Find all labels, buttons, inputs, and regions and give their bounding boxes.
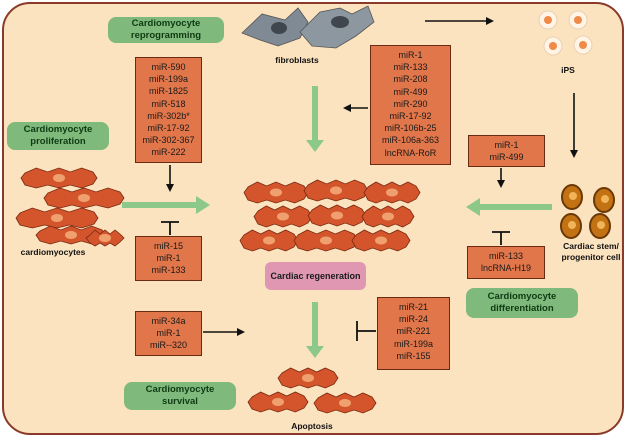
mirna-item: miR-221	[396, 326, 431, 337]
cardiomyocyte-cell-icon	[85, 229, 125, 247]
mirna-item: miR-21	[398, 302, 428, 312]
mirna-item: miR-1	[398, 50, 423, 60]
mirna-item: miR-302b*	[147, 110, 190, 121]
mirna-item: miR-133	[393, 62, 428, 73]
mirna-item: miR-133	[151, 265, 186, 276]
differentiation-inhibitor-box: miR-133 lncRNA-H19	[467, 246, 545, 279]
mirna-item: miR-590	[151, 62, 186, 72]
apoptosis-arrow	[306, 302, 324, 358]
survival-label-line2: survival	[162, 396, 198, 407]
cardiomyocyte-cell-icon	[239, 229, 299, 252]
cardiomyocyte-cell-icon	[277, 367, 339, 389]
cardiomyocyte-cell-icon	[20, 167, 98, 189]
cardiomyocyte-cell-icon	[15, 207, 99, 229]
reprogramming-arrow	[306, 86, 324, 152]
differentiation-label-line2: differentiation	[490, 303, 554, 314]
mirna-item: miR-155	[396, 350, 431, 361]
differentiation-mirna-box: miR-1 miR-499	[468, 135, 545, 167]
mirna-item: miR-1	[156, 328, 181, 339]
mirna-item: lncRNA-H19	[480, 263, 531, 274]
mirna-item: lncRNA-RoR	[384, 147, 437, 158]
mirna-item: miR-17-92	[389, 111, 432, 122]
reprogramming-label: Cardiomyocyte reprogramming	[108, 17, 224, 43]
mirna-item: miR-133	[488, 251, 523, 261]
mirna-item: miR-24	[398, 314, 428, 325]
cardiomyocyte-cell-icon	[307, 204, 367, 227]
cardiomyocyte-cell-icon	[243, 181, 309, 204]
mirna-item: miR-290	[393, 98, 428, 109]
mirna-item: miR-499	[393, 86, 428, 97]
apoptosis-label: Apoptosis	[291, 421, 333, 431]
differentiation-inhibition-bar	[492, 231, 510, 245]
cardiac-regeneration-box: Cardiac regeneration	[265, 262, 366, 290]
mirna-item: miR-1	[156, 253, 181, 264]
mirna-item: miR-208	[393, 74, 428, 85]
differentiation-label: Cardiomyocyte differentiation	[466, 288, 578, 318]
proliferation-label-line1: Cardiomyocyte	[23, 124, 93, 135]
fibroblast-cell-icon	[299, 5, 375, 49]
apoptotic-cardiomyocytes	[247, 367, 377, 414]
mirna-item: miR-499	[489, 152, 524, 163]
mirna-item: miR-1	[494, 140, 519, 150]
cardiomyocytes-cells	[15, 167, 125, 247]
apoptosis-inhibition-bar	[356, 321, 376, 341]
mirna-item: miR-302-367	[142, 135, 195, 146]
cardiomyocyte-cell-icon	[363, 181, 421, 204]
differentiation-arrow	[466, 198, 552, 216]
proliferation-label-line2: proliferation	[30, 136, 86, 147]
mirna-item: miR-15	[153, 241, 183, 251]
cardiomyocyte-cell-icon	[293, 229, 359, 252]
differentiation-label-line1: Cardiomyocyte	[487, 291, 557, 302]
cardiomyocyte-cell-icon	[313, 392, 377, 414]
proliferation-inhibition-bar	[161, 221, 179, 235]
mirna-item: miR-222	[151, 147, 186, 158]
mirna-item: miR-199a	[148, 74, 188, 85]
stem-cell-label: Cardiac stem/ progenitor cell	[558, 241, 624, 263]
mirna-item: miR-17-92	[147, 123, 190, 134]
stem-cell-label-line1: Cardiac stem/	[563, 241, 619, 251]
survival-label: Cardiomyocyte survival	[124, 382, 236, 410]
reprogramming-label-line2: reprogramming	[130, 30, 202, 41]
proliferation-label: Cardiomyocyte proliferation	[7, 122, 109, 150]
reprogramming-label-line1: Cardiomyocyte	[131, 18, 201, 29]
mirna-item: miR-34a	[151, 316, 186, 326]
mirna-item: miR--320	[149, 340, 187, 351]
cardiomyocyte-cell-icon	[303, 179, 369, 202]
stem-cell-icon	[560, 184, 615, 239]
stem-cell-label-line2: progenitor cell	[561, 252, 621, 262]
ips-label: iPS	[561, 65, 575, 75]
cardiomyocyte-cell-icon	[43, 187, 125, 209]
cardiomyocyte-cell-icon	[361, 205, 415, 228]
cardiomyocytes-label: cardiomyocytes	[20, 247, 86, 257]
mirna-item: miR-518	[151, 98, 186, 109]
survival-label-line1: Cardiomyocyte	[145, 384, 215, 395]
cardiomyocyte-cell-icon	[351, 229, 411, 252]
fibroblasts-label: fibroblasts	[275, 55, 319, 65]
mirna-item: miR-106a-363	[381, 135, 440, 146]
cardiomyocyte-cell-icon	[253, 205, 313, 228]
ips-cell-icon	[538, 10, 593, 56]
mirna-item: miR-199a	[393, 338, 433, 349]
fibroblast-cell-icon	[241, 7, 309, 47]
proliferation-arrow	[122, 196, 210, 214]
regenerated-cardiomyocytes	[239, 179, 421, 252]
mirna-item: miR-1825	[148, 86, 188, 97]
cardiomyocyte-cell-icon	[247, 391, 309, 413]
mirna-item: miR-106b-25	[384, 123, 437, 134]
